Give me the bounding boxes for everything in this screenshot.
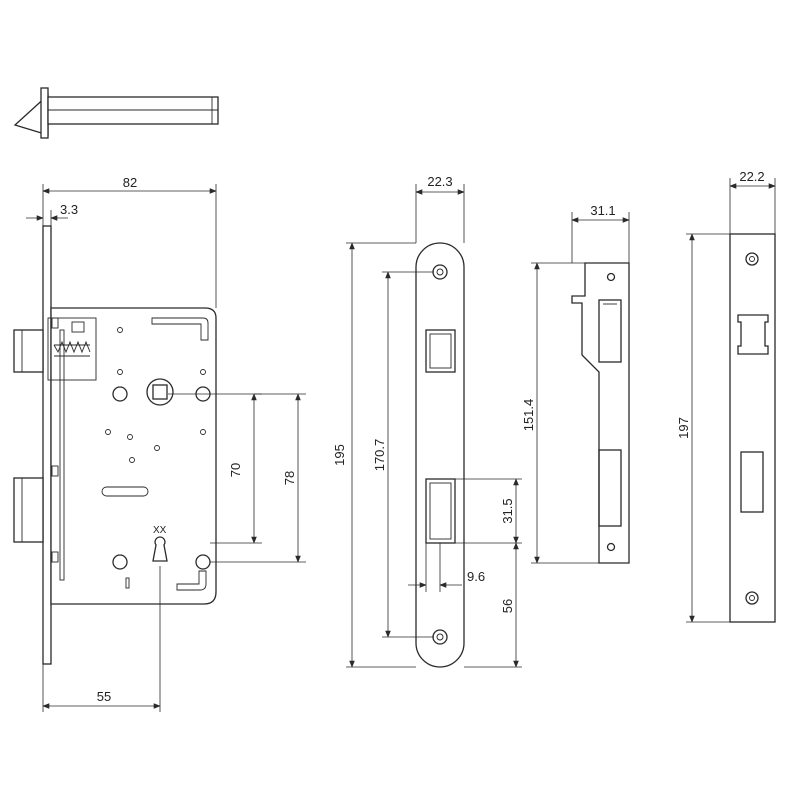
dead-bolt xyxy=(13,477,44,543)
dim-faceplate-thickness: 3.3 xyxy=(60,202,78,217)
dim-body-width: 82 xyxy=(123,175,137,190)
dim-deadbolt-offset: 56 xyxy=(500,599,515,613)
strike-plate-2 xyxy=(729,233,776,623)
latch-bolt xyxy=(13,329,44,373)
strike-plate xyxy=(571,262,630,564)
dim-faceplate-width: 22.3 xyxy=(427,174,452,189)
spindle-hub xyxy=(146,378,174,406)
dim-strike-width: 31.1 xyxy=(590,203,615,218)
keyhole xyxy=(152,536,168,562)
faceplate xyxy=(415,242,465,668)
faceplate-edge xyxy=(42,225,52,665)
strike-plate-2-dimensions: 22.2 197 xyxy=(676,169,776,623)
lock-body-view: XX xyxy=(13,225,217,665)
keyhole-mark: XX xyxy=(153,525,167,536)
cylinder-side-view xyxy=(13,87,219,139)
dim-backset: 55 xyxy=(97,689,111,704)
lock-case xyxy=(50,307,217,605)
dim-faceplate-height: 195 xyxy=(332,444,347,466)
dim-strike2-height: 197 xyxy=(676,417,691,439)
dim-center-70: 70 xyxy=(228,463,243,477)
dim-deadbolt-width: 9.6 xyxy=(467,569,485,584)
dim-center-78: 78 xyxy=(282,471,297,485)
strike-plate-view xyxy=(571,262,630,564)
dim-strike2-width: 22.2 xyxy=(739,169,764,184)
strike-plate-dimensions: 31.1 151.4 xyxy=(521,203,630,564)
body-dimensions: 82 3.3 70 78 55 xyxy=(26,175,306,712)
dim-deadbolt-height: 31.5 xyxy=(500,498,515,523)
faceplate-dimensions: 22.3 195 170.7 31.5 56 9.6 xyxy=(332,174,522,668)
faceplate-view xyxy=(415,242,465,668)
dim-strike-height: 151.4 xyxy=(521,399,536,432)
dim-hole-spacing: 170.7 xyxy=(372,439,387,472)
strike-plate-2-view xyxy=(729,233,776,623)
